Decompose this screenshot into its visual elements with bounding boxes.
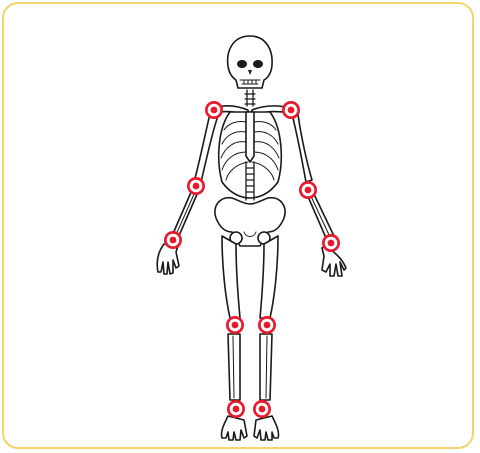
joint-marker-right-knee[interactable] bbox=[258, 316, 276, 334]
joint-marker-left-shoulder[interactable] bbox=[205, 101, 223, 119]
femur-right bbox=[260, 236, 278, 318]
femur-left bbox=[222, 236, 240, 318]
joint-marker-right-wrist[interactable] bbox=[322, 234, 340, 252]
joint-marker-left-knee[interactable] bbox=[226, 316, 244, 334]
joint-marker-left-elbow[interactable] bbox=[187, 177, 205, 195]
foot-right bbox=[254, 416, 279, 440]
joint-marker-right-elbow[interactable] bbox=[299, 181, 317, 199]
humerus-right bbox=[292, 114, 312, 182]
humerus-left bbox=[194, 114, 218, 186]
joint-marker-left-ankle[interactable] bbox=[227, 400, 245, 418]
skeleton bbox=[157, 36, 346, 440]
joint-marker-right-ankle[interactable] bbox=[253, 400, 271, 418]
joint-marker-right-shoulder[interactable] bbox=[282, 101, 300, 119]
foot-left bbox=[221, 416, 247, 440]
joint-marker-left-wrist[interactable] bbox=[164, 231, 182, 249]
